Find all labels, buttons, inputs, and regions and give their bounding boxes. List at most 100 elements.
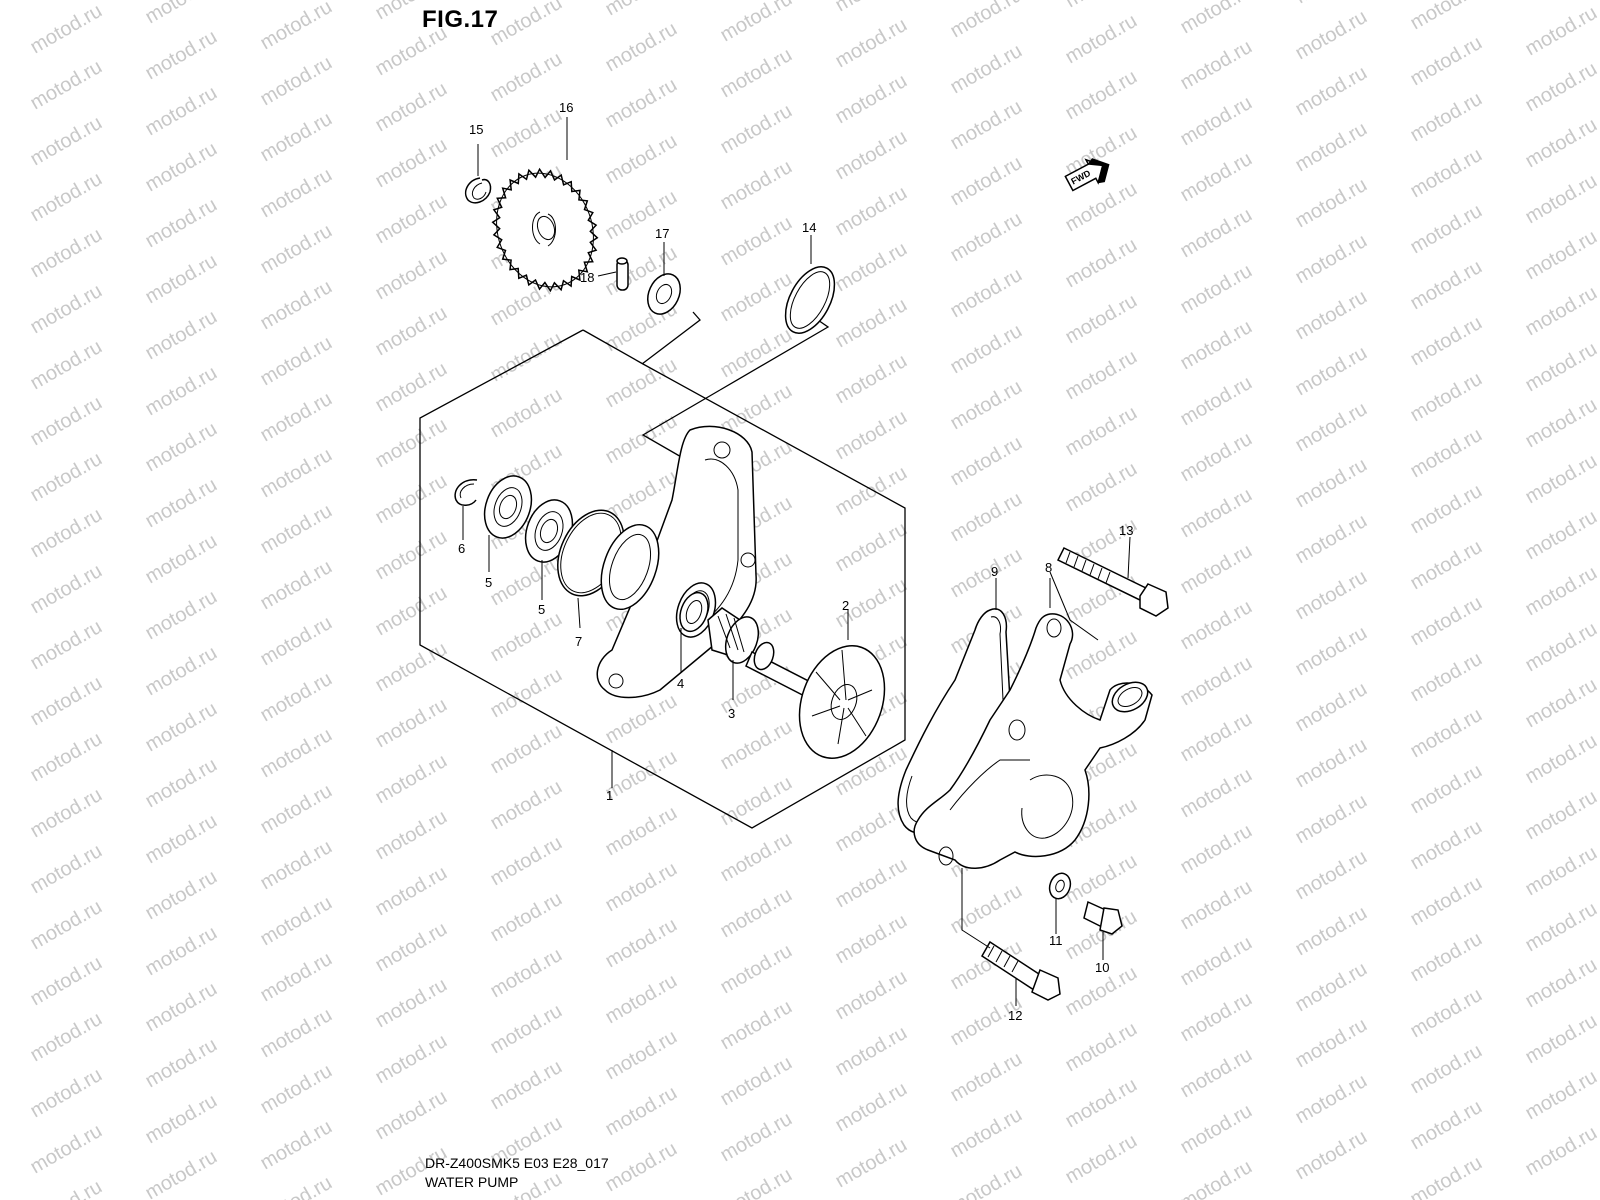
watermark-text: motod.ru <box>832 966 911 1025</box>
callout-6: 6 <box>458 541 465 556</box>
watermark-text: motod.ru <box>27 0 106 58</box>
watermark-text: motod.ru <box>142 418 221 477</box>
watermark-text: motod.ru <box>487 776 566 835</box>
watermark-text: motod.ru <box>27 896 106 955</box>
watermark-text: motod.ru <box>1522 1066 1600 1125</box>
watermark-text: motod.ru <box>947 40 1026 99</box>
watermark-text: motod.ru <box>372 190 451 249</box>
watermark-text: motod.ru <box>1407 1152 1486 1200</box>
watermark-text: motod.ru <box>1292 342 1371 401</box>
watermark-text: motod.ru <box>602 74 681 133</box>
watermark-text: motod.ru <box>1522 954 1600 1013</box>
watermark-text: motod.ru <box>142 810 221 869</box>
watermark-text: motod.ru <box>372 414 451 473</box>
watermark-text: motod.ru <box>1522 730 1600 789</box>
watermark-text: motod.ru <box>717 1052 796 1111</box>
watermark-text: motod.ru <box>602 130 681 189</box>
watermark-text: motod.ru <box>142 642 221 701</box>
watermark-text: motod.ru <box>487 608 566 667</box>
watermark-text: motod.ru <box>1177 428 1256 487</box>
watermark-text: motod.ru <box>832 182 911 241</box>
watermark-text: motod.ru <box>1062 1130 1141 1189</box>
watermark-text: motod.ru <box>1292 398 1371 457</box>
watermark-text: motod.ru <box>717 716 796 775</box>
watermark-text: motod.ru <box>487 720 566 779</box>
watermark-text: motod.ru <box>602 746 681 805</box>
watermark-text: motod.ru <box>27 280 106 339</box>
leader-lines <box>462 117 1131 1006</box>
watermark-text: motod.ru <box>717 1108 796 1167</box>
watermark-text: motod.ru <box>602 1138 681 1197</box>
watermark-text: motod.ru <box>1177 148 1256 207</box>
watermark-text: motod.ru <box>717 884 796 943</box>
watermark-text: motod.ru <box>1292 958 1371 1017</box>
watermark-text: motod.ru <box>1522 2 1600 61</box>
watermark-text: motod.ru <box>602 858 681 917</box>
watermark-text: motod.ru <box>1407 144 1486 203</box>
watermark-text: motod.ru <box>1062 402 1141 461</box>
callout-17: 17 <box>655 226 669 241</box>
watermark-text: motod.ru <box>832 518 911 577</box>
watermark-text: motod.ru <box>1062 10 1141 69</box>
watermark-text: motod.ru <box>947 488 1026 547</box>
watermark-text: motod.ru <box>1522 562 1600 621</box>
watermark-text: motod.ru <box>1292 790 1371 849</box>
bolt-12 <box>980 940 1061 1001</box>
callout-5-upper: 5 <box>485 575 492 590</box>
watermark-text: motod.ru <box>1177 540 1256 599</box>
watermark-text: motod.ru <box>1292 1126 1371 1185</box>
pump-case <box>913 613 1153 869</box>
watermark-text: motod.ru <box>257 0 336 54</box>
watermark-text: motod.ru <box>1177 484 1256 543</box>
watermark-text: motod.ru <box>257 444 336 503</box>
callout-15: 15 <box>469 122 483 137</box>
watermark-text: motod.ru <box>257 780 336 839</box>
watermark-text: motod.ru <box>1177 764 1256 823</box>
watermark-text: motod.ru <box>27 392 106 451</box>
watermark-text: motod.ru <box>487 664 566 723</box>
watermark-text: motod.ru <box>1407 312 1486 371</box>
watermark-text: motod.ru <box>1407 816 1486 875</box>
watermark-text: motod.ru <box>1522 618 1600 677</box>
watermark-text: motod.ru <box>257 332 336 391</box>
watermark-text: motod.ru <box>1177 372 1256 431</box>
bearing-upper <box>483 475 533 539</box>
watermark-text: motod.ru <box>257 164 336 223</box>
watermark-text: motod.ru <box>1407 928 1486 987</box>
watermark-text: motod.ru <box>947 880 1026 939</box>
callout-11: 11 <box>1049 933 1063 948</box>
watermark-text: motod.ru <box>487 328 566 387</box>
watermark-text: motod.ru <box>27 504 106 563</box>
watermark-text: motod.ru <box>1522 1122 1600 1181</box>
watermark-text: motod.ru <box>1062 1074 1141 1133</box>
watermark-text: motod.ru <box>1177 708 1256 767</box>
watermark-text: motod.ru <box>947 544 1026 603</box>
watermark-text: motod.ru <box>27 336 106 395</box>
watermark-text: motod.ru <box>1292 622 1371 681</box>
watermark-text: motod.ru <box>372 806 451 865</box>
watermark-text: motod.ru <box>717 44 796 103</box>
watermark-text: motod.ru <box>487 832 566 891</box>
impeller <box>745 641 886 759</box>
watermark-text: motod.ru <box>142 362 221 421</box>
watermark-text: motod.ru <box>372 246 451 305</box>
watermark-text: motod.ru <box>947 376 1026 435</box>
watermark-text: motod.ru <box>142 250 221 309</box>
watermark-text: motod.ru <box>1407 760 1486 819</box>
watermark-text: motod.ru <box>947 1160 1026 1200</box>
watermark-text: motod.ru <box>1062 66 1141 125</box>
watermark-text: motod.ru <box>1407 1040 1486 1099</box>
watermark-text: motod.ru <box>1292 1070 1371 1129</box>
watermark-text: motod.ru <box>1522 1010 1600 1069</box>
watermark-text: motod.ru <box>832 462 911 521</box>
watermark-text: motod.ru <box>832 854 911 913</box>
callout-1: 1 <box>606 788 613 803</box>
watermark-text: motod.ru <box>1292 510 1371 569</box>
watermark-text: motod.ru <box>372 974 451 1033</box>
watermark-text: motod.ru <box>27 224 106 283</box>
watermark-text: motod.ru <box>1292 846 1371 905</box>
watermark-text: motod.ru <box>1177 92 1256 151</box>
watermark-text: motod.ru <box>717 772 796 831</box>
